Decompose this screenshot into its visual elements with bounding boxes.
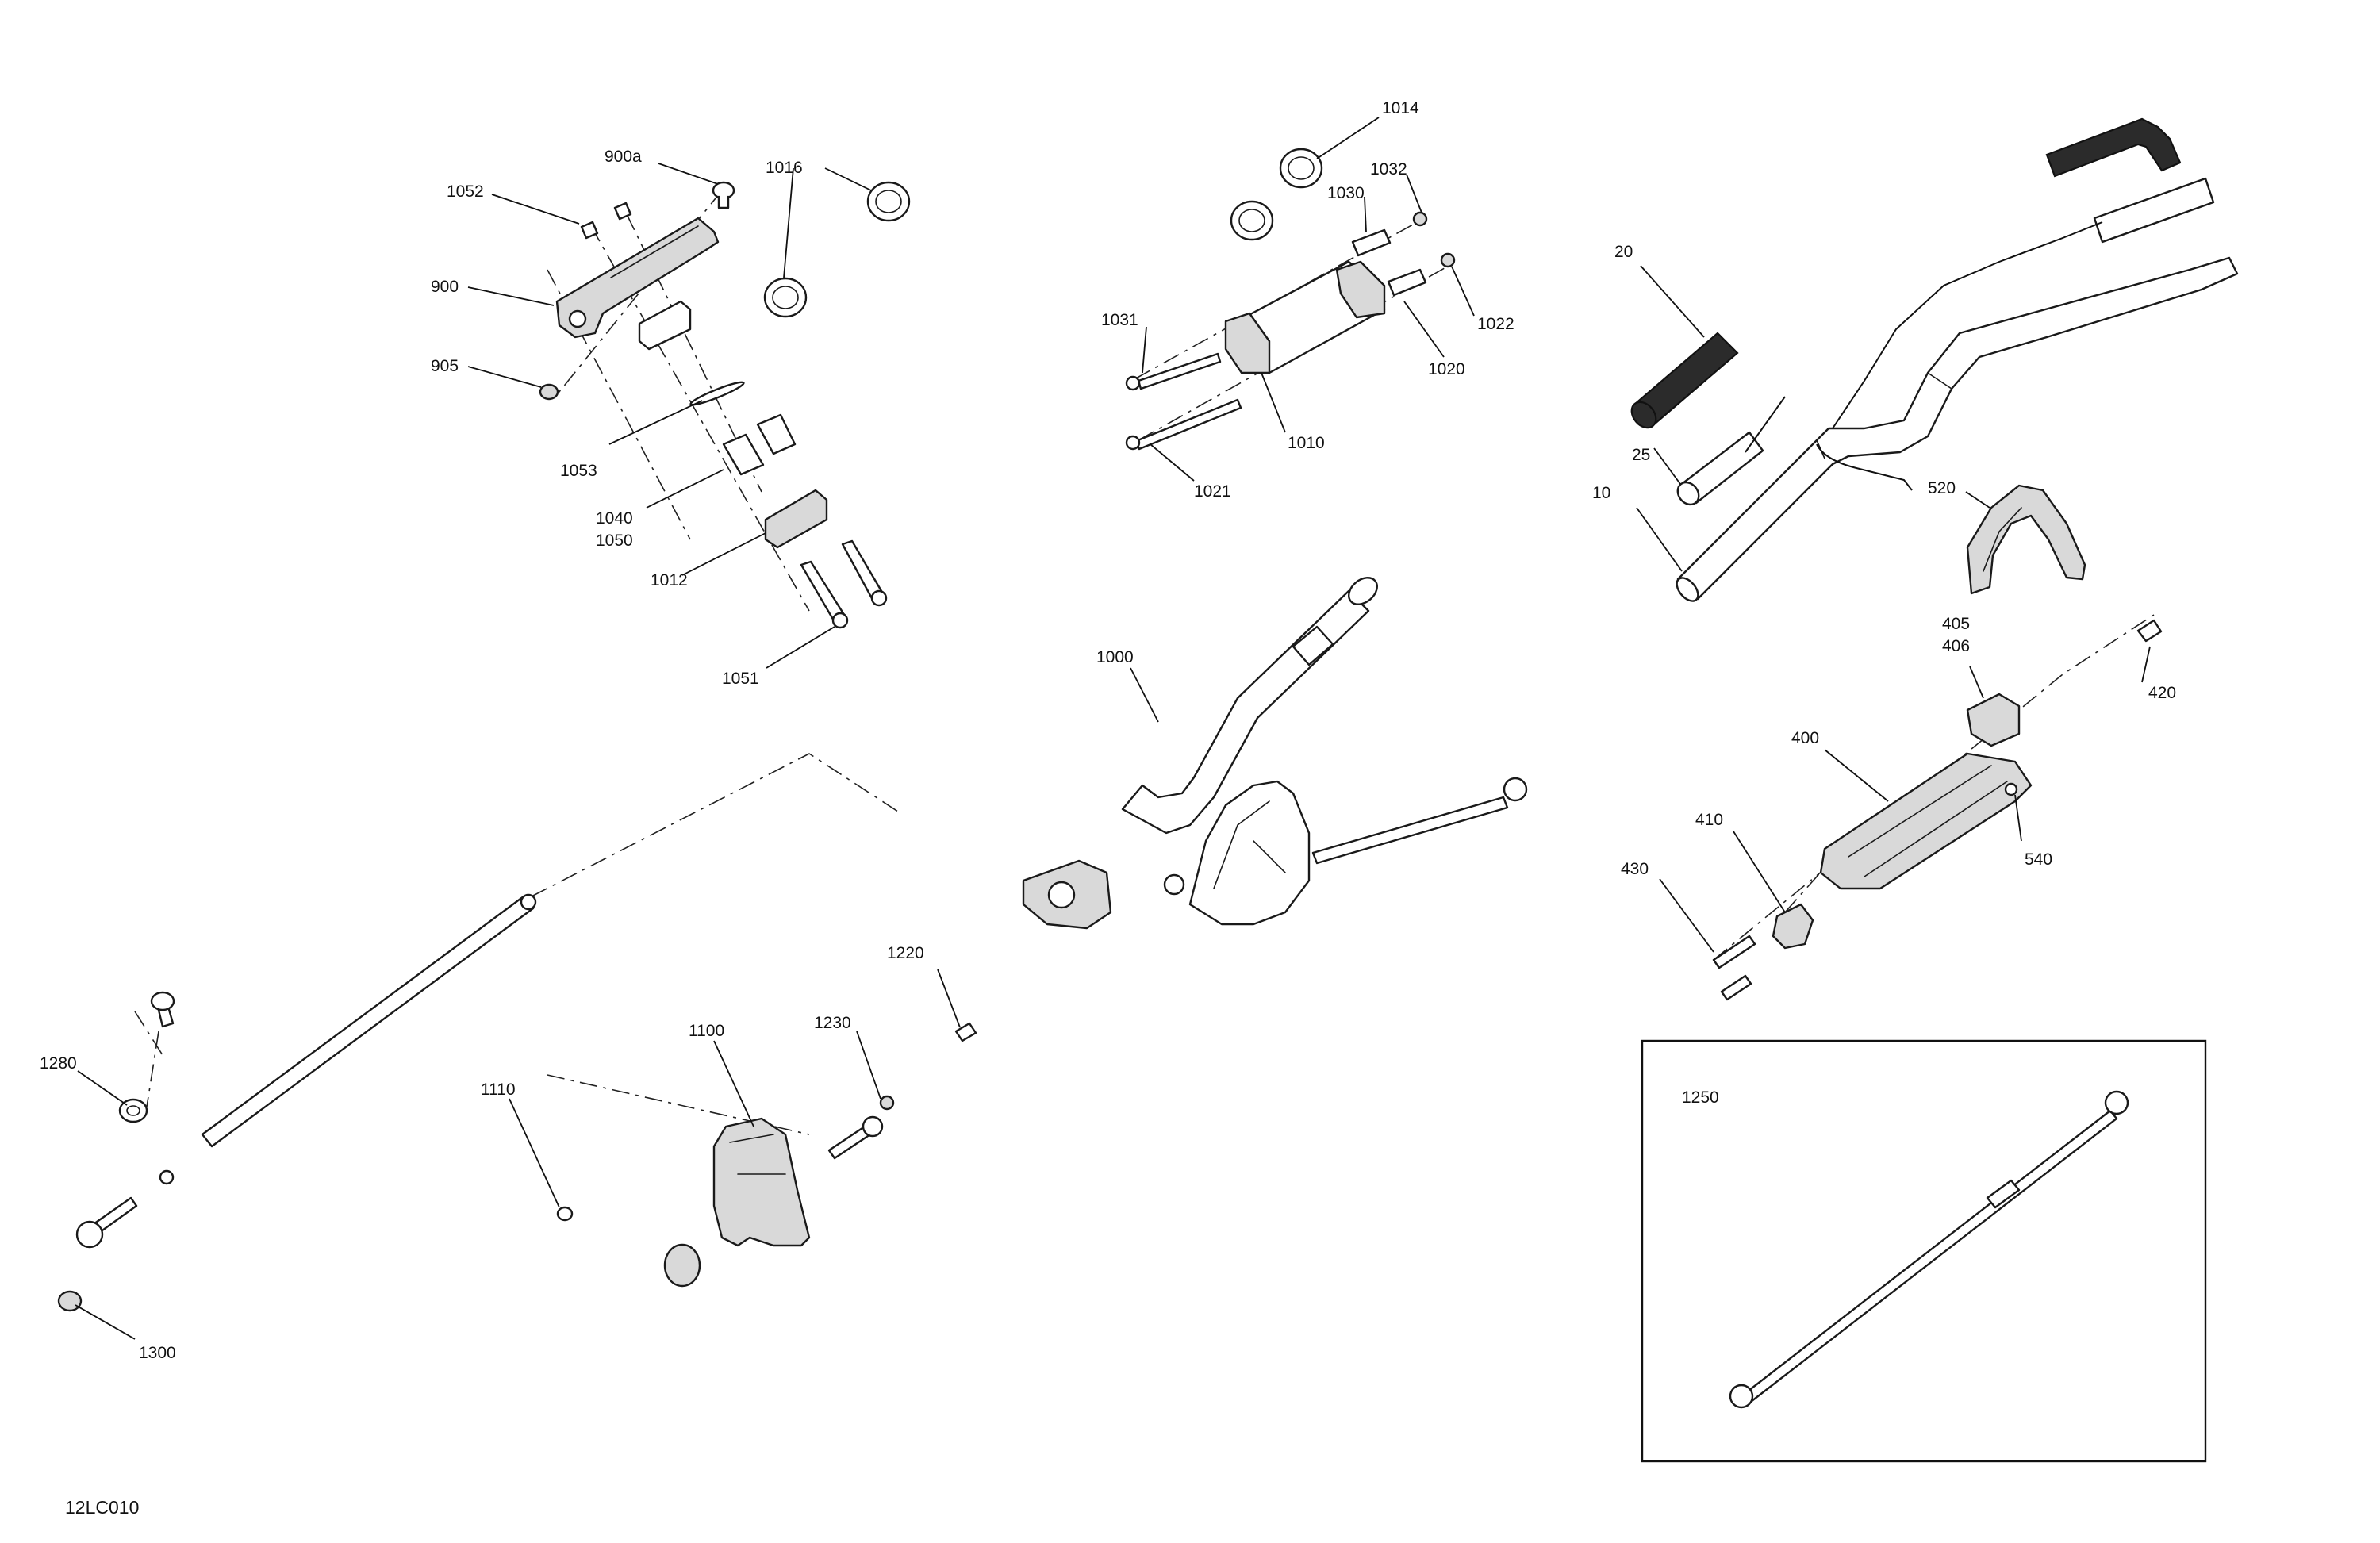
callout-1052: 1052 <box>447 182 484 201</box>
clamp-body-1010 <box>1224 260 1386 374</box>
callout-900: 900 <box>431 278 459 296</box>
clamp-upper-cap <box>638 300 692 351</box>
long-rod <box>201 895 535 1148</box>
callout-10: 10 <box>1592 484 1610 502</box>
bolt-1031 <box>1137 352 1222 390</box>
bushing-1040-a <box>722 433 765 476</box>
callout-1010: 1010 <box>1288 434 1325 452</box>
pin-1020 <box>1387 268 1427 297</box>
callout-1022: 1022 <box>1477 315 1514 333</box>
linkage-assembly <box>57 753 977 1312</box>
bolt-430-b <box>1720 974 1752 1001</box>
callout-1032: 1032 <box>1370 160 1407 178</box>
bracket-405 <box>1966 693 2021 747</box>
nut-905 <box>539 383 559 401</box>
callout-1230: 1230 <box>814 1014 851 1032</box>
oring-1053 <box>689 381 745 406</box>
pin-1220 <box>954 1022 977 1042</box>
bolt-900a <box>712 181 735 209</box>
pin-1030 <box>1351 228 1392 257</box>
callout-540: 540 <box>2025 850 2052 869</box>
bolt-420 <box>2136 619 2163 643</box>
callout-1051: 1051 <box>722 670 759 688</box>
callout-1280: 1280 <box>40 1054 77 1073</box>
callout-520: 520 <box>1928 479 1956 497</box>
throttle-20 <box>1630 332 1739 429</box>
callout-labels: 900a 1052 900 905 1016 1053 1040 1050 10… <box>40 99 2176 1518</box>
handguard-520 <box>1966 484 2086 595</box>
bushing-1016 <box>763 181 911 318</box>
bushing-1040-b <box>756 413 797 455</box>
callout-1040: 1040 <box>596 509 633 528</box>
callout-25: 25 <box>1632 446 1650 464</box>
heated-grip-right <box>2045 117 2182 178</box>
clamp-410 <box>1772 903 1814 950</box>
clamp-assembly <box>539 181 911 629</box>
nut-1022 <box>1440 252 1456 268</box>
callout-420: 420 <box>2148 684 2176 702</box>
grip-wire <box>1832 221 2103 429</box>
callout-1110: 1110 <box>481 1080 516 1099</box>
callout-1012: 1012 <box>651 571 688 589</box>
callout-1020: 1020 <box>1428 360 1465 378</box>
tie-rod-1250 <box>1740 1109 2118 1406</box>
support-assembly <box>1712 614 2163 1001</box>
callout-405: 405 <box>1942 615 1970 633</box>
column-clamp-assembly <box>1125 148 1457 451</box>
callout-1014: 1014 <box>1382 99 1419 117</box>
lower-clamp-1012 <box>764 489 828 549</box>
callout-900a: 900a <box>605 148 642 166</box>
callout-1053: 1053 <box>560 462 597 480</box>
tie-rod-upper <box>1311 796 1509 865</box>
leader-lines <box>75 117 2151 1340</box>
bracket-900 <box>555 217 720 339</box>
bolt-1021 <box>1134 398 1242 451</box>
callout-1000: 1000 <box>1096 648 1134 666</box>
screw-540 <box>2004 782 2018 796</box>
bolt-430-a <box>1712 935 1756 969</box>
callout-1021: 1021 <box>1194 482 1231 501</box>
callout-1016: 1016 <box>766 159 803 177</box>
callout-20: 20 <box>1614 243 1633 261</box>
callout-1220: 1220 <box>887 944 924 962</box>
nut-1032 <box>1412 211 1428 227</box>
callout-1250: 1250 <box>1682 1088 1719 1107</box>
handlebar-10 <box>1676 256 2239 601</box>
figure-reference: 12LC010 <box>65 1497 139 1518</box>
callout-1300: 1300 <box>139 1344 176 1362</box>
column-cover <box>1188 780 1311 926</box>
callout-1100: 1100 <box>689 1022 724 1040</box>
callout-1050: 1050 <box>596 532 633 550</box>
callout-410: 410 <box>1695 811 1723 829</box>
handlebar-assembly <box>1630 117 2239 602</box>
callout-1031: 1031 <box>1101 311 1138 329</box>
bushing-1014 <box>1230 148 1323 241</box>
boot-1110 <box>663 1243 701 1288</box>
callout-406: 406 <box>1942 637 1970 655</box>
gearbox-1100 <box>712 1117 811 1247</box>
support-400 <box>1819 752 2033 890</box>
grip-right <box>2093 177 2215 244</box>
clip-1052 <box>580 202 632 240</box>
steering-column-assembly <box>1022 577 1528 930</box>
callout-400: 400 <box>1791 729 1819 747</box>
inset-1250 <box>1641 1039 2207 1463</box>
callout-430: 430 <box>1621 860 1649 878</box>
callout-905: 905 <box>431 357 459 375</box>
nut-1300 <box>57 1290 83 1312</box>
callout-1030: 1030 <box>1327 184 1365 202</box>
